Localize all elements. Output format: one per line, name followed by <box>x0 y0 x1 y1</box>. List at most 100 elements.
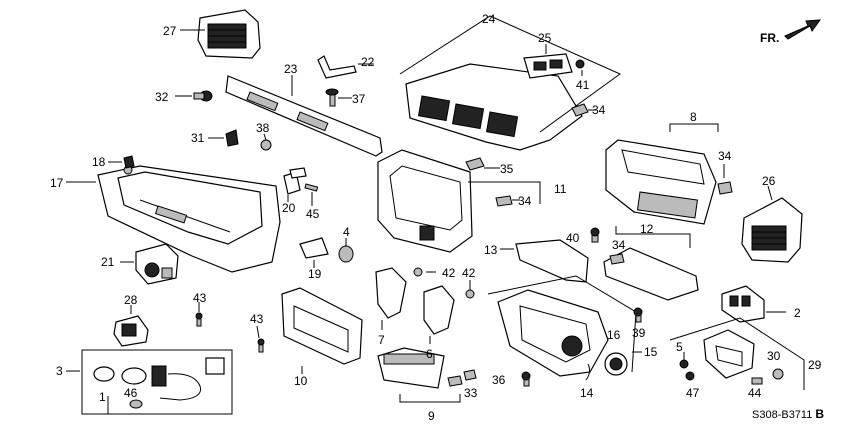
part-22-hook-bracket <box>317 55 374 79</box>
callout-41: 41 <box>576 78 590 92</box>
callout-35: 35 <box>500 162 514 176</box>
part-24-upper-panel <box>399 15 621 151</box>
callout-37: 37 <box>352 92 366 106</box>
callout-34-a: 34 <box>592 103 606 117</box>
front-label: FR. <box>760 31 779 45</box>
part-30-clip <box>772 368 784 380</box>
part-39-screw <box>633 307 643 323</box>
part-34-clip-a <box>571 103 596 117</box>
part-38-fastener <box>260 133 272 151</box>
callout-5: 5 <box>676 340 683 354</box>
part-34-clip-d <box>609 253 625 265</box>
part-19-striker <box>299 237 329 268</box>
part-28-switch-cover <box>113 305 149 347</box>
diagram-code-main: S308-B3711 <box>752 409 812 421</box>
part-45-strip <box>304 183 319 206</box>
callout-24: 24 <box>482 12 496 26</box>
callout-13: 13 <box>484 243 498 257</box>
callout-16: 16 <box>607 328 621 342</box>
part-27-side-vent <box>180 9 261 59</box>
front-arrow-icon <box>784 19 822 40</box>
callout-14: 14 <box>580 386 594 400</box>
callout-25: 25 <box>538 31 552 45</box>
callout-11: 11 <box>554 182 567 196</box>
part-4-bumper <box>338 238 354 263</box>
part-6-bracket <box>423 285 455 344</box>
part-20-latch <box>283 167 307 202</box>
callout-33: 33 <box>464 386 478 400</box>
part-7-bracket <box>375 267 407 330</box>
callout-22: 22 <box>361 55 375 69</box>
part-13-column-cover-upper <box>500 239 589 283</box>
callout-34-c: 34 <box>718 149 732 163</box>
part-44-clip <box>751 377 763 385</box>
part-23-dash-bracket <box>225 75 383 157</box>
part-18-pin <box>108 155 135 169</box>
part-8-meter-visor <box>605 123 719 225</box>
callout-23: 23 <box>284 62 298 76</box>
part-46-socket <box>129 399 143 409</box>
part-5-screw <box>679 352 689 369</box>
part-17-glove-box <box>66 165 281 273</box>
callout-42-a: 42 <box>442 266 456 280</box>
part-43-screw-a <box>195 302 203 327</box>
part-12-meter-bracket <box>603 226 699 301</box>
callout-29: 29 <box>808 358 822 372</box>
diagram-code-suffix: B <box>815 407 824 421</box>
part-14-spring <box>585 363 591 381</box>
callout-4: 4 <box>343 225 350 239</box>
callout-26: 26 <box>762 174 776 188</box>
part-40-screw <box>590 227 600 243</box>
part-34-clip-c <box>717 164 733 195</box>
callout-45: 45 <box>306 207 320 221</box>
part-41-screw <box>575 59 585 76</box>
callout-3: 3 <box>56 364 63 378</box>
callout-6: 6 <box>426 347 433 361</box>
callout-8: 8 <box>690 110 697 124</box>
callout-9: 9 <box>428 409 435 423</box>
part-33-clip <box>447 369 477 387</box>
callout-42-b: 42 <box>462 266 476 280</box>
part-42-screw-b <box>465 280 475 299</box>
callout-1: 1 <box>99 390 106 404</box>
part-31-clip <box>208 129 239 147</box>
callout-38: 38 <box>256 121 270 135</box>
callout-20: 20 <box>282 201 296 215</box>
callout-36: 36 <box>492 373 506 387</box>
callout-10: 10 <box>294 374 308 388</box>
part-43-screw-b <box>256 325 265 353</box>
callout-30: 30 <box>767 349 781 363</box>
callout-27: 27 <box>163 24 177 38</box>
part-2-switch-panel <box>721 285 786 323</box>
callout-32: 32 <box>155 90 169 104</box>
callout-47: 47 <box>686 386 700 400</box>
part-25-vent-panel <box>523 44 573 79</box>
callout-19: 19 <box>308 267 322 281</box>
callout-12: 12 <box>640 222 654 236</box>
callout-31: 31 <box>191 131 205 145</box>
part-35-clip <box>465 157 500 171</box>
callout-34-b: 34 <box>518 194 532 208</box>
part-15-column-cover-lower <box>487 275 642 377</box>
part-36-screw <box>521 371 531 387</box>
callout-18: 18 <box>92 155 106 169</box>
part-21-glove-box-lock <box>120 243 179 285</box>
part-34-clip-b <box>495 195 520 207</box>
callout-7: 7 <box>378 333 385 347</box>
callout-46: 46 <box>124 386 138 400</box>
callout-17: 17 <box>50 176 64 190</box>
part-29-console-bracket <box>669 317 805 390</box>
callout-2: 2 <box>794 306 801 320</box>
callout-44: 44 <box>748 386 762 400</box>
callout-43-a: 43 <box>193 291 207 305</box>
part-10-audio-bracket <box>281 287 363 374</box>
part-47-screw <box>685 371 695 381</box>
part-32-screw <box>175 90 213 102</box>
part-37-bolt <box>325 88 352 107</box>
callout-40: 40 <box>566 231 580 245</box>
part-16-key-ring <box>604 352 628 376</box>
callout-labels: 1 2 3 4 5 6 7 8 9 10 11 12 13 14 15 16 1… <box>50 12 822 423</box>
